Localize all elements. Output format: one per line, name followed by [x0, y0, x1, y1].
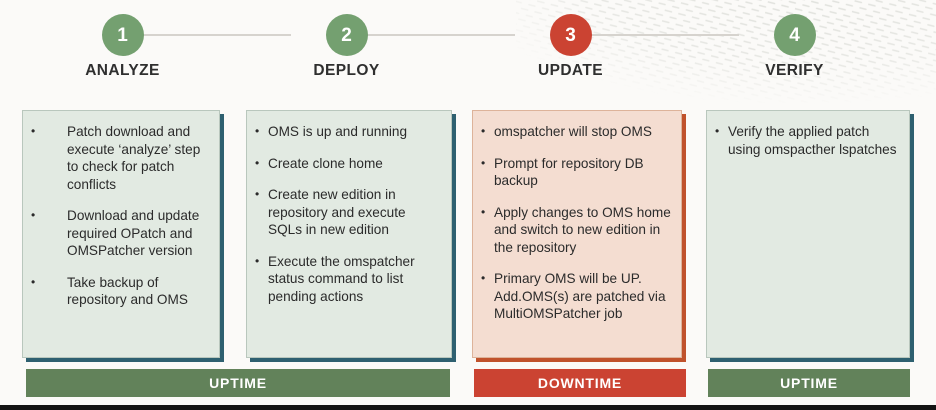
bullet-text: Prompt for repository DB backup: [494, 155, 644, 189]
bullet-dot-icon: •: [481, 124, 486, 138]
step-1-bullet-list: • Patch download and execute ‘analyze’ st…: [31, 123, 209, 309]
status-bar-label: DOWNTIME: [537, 375, 623, 391]
bullet-text: omspatcher will stop OMS: [494, 124, 652, 139]
bullet-dot-icon: •: [31, 274, 36, 289]
status-bar-label: UPTIME: [780, 375, 838, 391]
bullet-dot-icon: •: [481, 155, 486, 170]
bullet-text: Primary OMS will be UP. Add.OMS(s) are p…: [494, 271, 666, 321]
bullet-dot-icon: •: [255, 253, 260, 268]
step-3-bullet-list: • omspatcher will stop OMS • Prompt for re…: [481, 123, 671, 323]
step-2-title: DEPLOY: [313, 62, 380, 79]
step-3[interactable]: 3 UPDATE: [458, 0, 683, 100]
bullet-dot-icon: •: [255, 187, 260, 201]
step-4-number-badge: 4: [773, 14, 816, 56]
bullet-text: Download and update required OPatch and …: [67, 208, 200, 258]
bullet-dot-icon: •: [31, 208, 36, 222]
list-item: • Verify the applied patch using omspacth…: [715, 123, 899, 158]
step-4-bullet-list: • Verify the applied patch using omspacth…: [715, 123, 899, 158]
step-4-title: VERIFY: [765, 62, 824, 79]
step-1-title: ANALYZE: [85, 62, 160, 79]
bullet-text: Create new edition in repository and exe…: [268, 187, 406, 237]
step-3-title: UPDATE: [538, 62, 603, 79]
bullet-text: Create clone home: [268, 155, 383, 171]
step-3-number-badge: 3: [549, 14, 592, 56]
list-item: • Patch download and execute ‘analyze’ st…: [31, 123, 209, 193]
step-1[interactable]: 1 ANALYZE: [10, 0, 235, 100]
bullet-text: Execute the omspatcher status command to…: [268, 253, 415, 304]
status-bar-downtime: DOWNTIME: [474, 369, 686, 397]
list-item: • omspatcher will stop OMS: [481, 123, 671, 141]
step-1-number-badge: 1: [101, 14, 144, 56]
bullet-dot-icon: •: [481, 271, 486, 285]
list-item: • OMS is up and running: [255, 123, 441, 141]
bullet-dot-icon: •: [31, 124, 36, 138]
connector-3-4: [591, 34, 739, 36]
step-2-number-badge: 2: [325, 14, 368, 56]
step-2-bullet-list: • OMS is up and running • Create clone hom…: [255, 123, 441, 305]
status-bar-uptime-1: UPTIME: [26, 369, 450, 397]
bullet-dot-icon: •: [715, 124, 720, 138]
status-bar-label: UPTIME: [209, 375, 267, 391]
list-item: • Execute the omspatcher status command t…: [255, 253, 441, 306]
list-item: • Apply changes to OMS home and switch to…: [481, 204, 671, 257]
list-item: • Create clone home: [255, 155, 441, 173]
step-3-card: • omspatcher will stop OMS • Prompt for re…: [472, 110, 682, 358]
bullet-dot-icon: •: [481, 204, 486, 219]
list-item: • Take backup of repository and OMS: [31, 274, 209, 309]
list-item: • Create new edition in repository and ex…: [255, 186, 441, 239]
step-header-row: 1 ANALYZE 2 DEPLOY 3 UPDATE 4 VERIFY: [0, 0, 936, 100]
step-2-card: • OMS is up and running • Create clone hom…: [246, 110, 452, 358]
bullet-dot-icon: •: [255, 155, 260, 170]
step-1-card: • Patch download and execute ‘analyze’ st…: [22, 110, 220, 358]
bullet-text: Patch download and execute ‘analyze’ ste…: [67, 124, 201, 192]
bullet-text: Take backup of repository and OMS: [67, 274, 188, 308]
list-item: • Download and update required OPatch and…: [31, 207, 209, 260]
step-4-card: • Verify the applied patch using omspacth…: [706, 110, 910, 358]
bullet-text: Apply changes to OMS home and switch to …: [494, 204, 671, 255]
step-2[interactable]: 2 DEPLOY: [234, 0, 459, 100]
list-item: • Prompt for repository DB backup: [481, 155, 671, 190]
bullet-text: Verify the applied patch using omspacthe…: [728, 124, 897, 157]
connector-1-2: [143, 34, 291, 36]
bullet-text: OMS is up and running: [268, 124, 408, 139]
list-item: • Primary OMS will be UP. Add.OMS(s) are …: [481, 270, 671, 323]
connector-2-3: [367, 34, 515, 36]
bullet-dot-icon: •: [255, 124, 260, 138]
status-bar-uptime-2: UPTIME: [708, 369, 910, 397]
step-4[interactable]: 4 VERIFY: [682, 0, 907, 100]
